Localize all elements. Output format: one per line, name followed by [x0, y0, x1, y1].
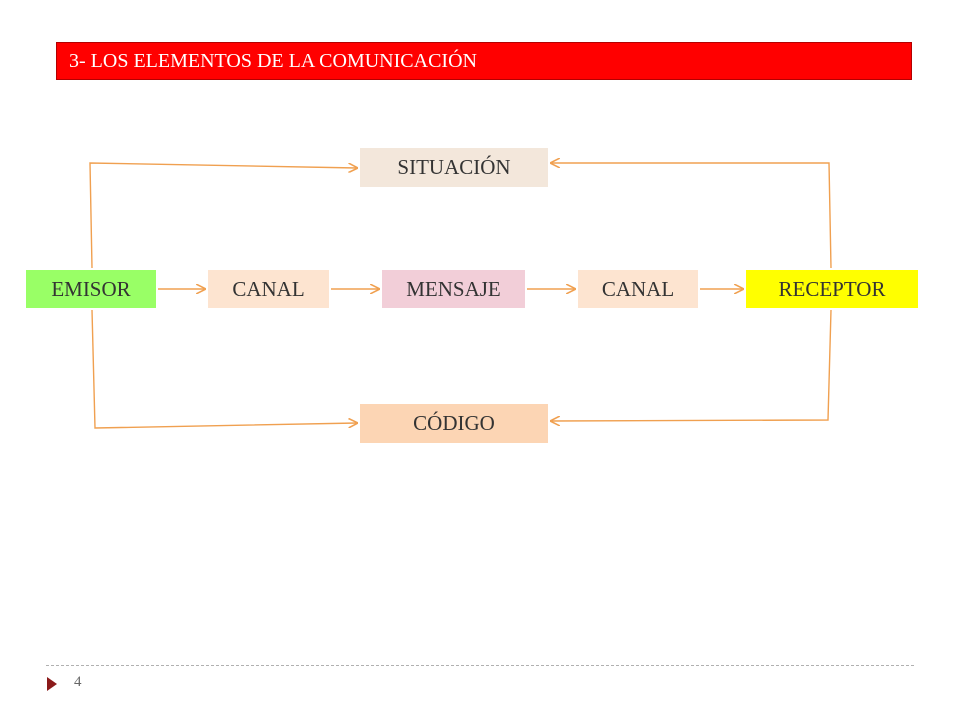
slide-title: 3- LOS ELEMENTOS DE LA COMUNICACIÓN	[56, 42, 912, 80]
node-codigo: CÓDIGO	[360, 404, 548, 443]
node-situacion: SITUACIÓN	[360, 148, 548, 187]
node-mensaje-label: MENSAJE	[406, 276, 501, 301]
node-canal-2-label: CANAL	[601, 276, 675, 301]
node-emisor: EMISOR	[26, 270, 156, 308]
node-codigo-label: CÓDIGO	[413, 411, 495, 435]
node-receptor: RECEPTOR	[746, 270, 918, 308]
node-canal-2: CANAL	[578, 270, 698, 308]
arrow-emisor-codigo	[91, 309, 357, 429]
slide-title-text: 3- LOS ELEMENTOS DE LA COMUNICACIÓN	[69, 49, 477, 72]
arrow-receptor-situacion	[551, 163, 832, 269]
footer-divider	[46, 665, 914, 666]
arrow-receptor-codigo	[551, 309, 832, 421]
node-situacion-label: SITUACIÓN	[397, 155, 511, 179]
page-number: 4	[74, 674, 82, 690]
triangle-right-icon	[47, 677, 57, 691]
node-receptor-label: RECEPTOR	[778, 276, 886, 301]
node-canal-1: CANAL	[208, 270, 329, 308]
node-emisor-label: EMISOR	[51, 276, 131, 301]
arrow-emisor-situacion	[89, 162, 357, 269]
node-canal-1-label: CANAL	[232, 276, 305, 301]
node-mensaje: MENSAJE	[382, 270, 525, 308]
